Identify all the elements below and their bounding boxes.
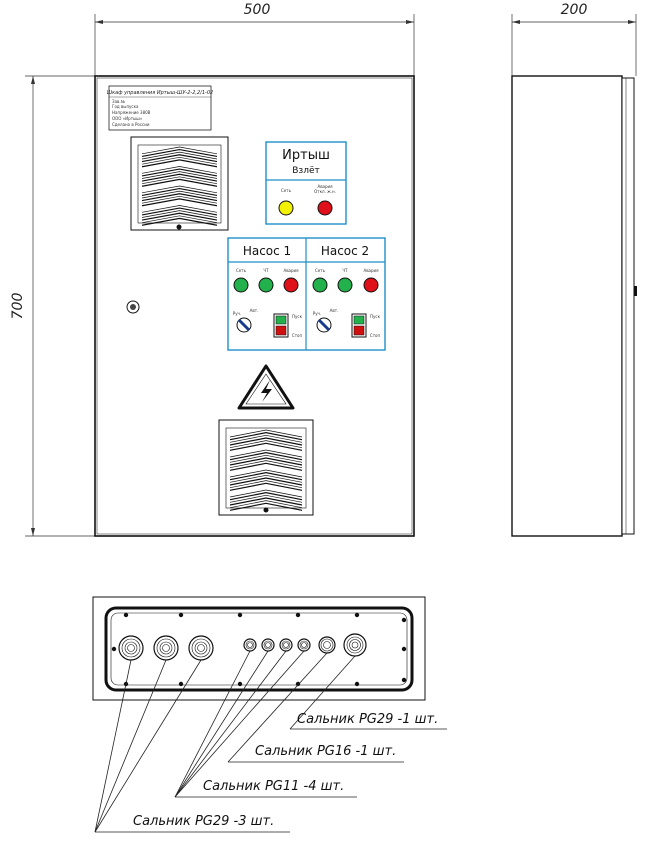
nameplate-title: Шкаф управления Иртыш-ШУ-2-2,2/1-02 — [107, 90, 213, 96]
cabinet-side-view — [511, 75, 637, 537]
dimension-height: 700 — [10, 75, 95, 537]
nameplate: Шкаф управления Иртыш-ШУ-2-2,2/1-02 Зав.… — [107, 85, 213, 131]
pump-2-start-label: Пуск — [370, 314, 381, 319]
pump-1-title: Насос 1 — [243, 244, 291, 258]
label-pg16-1: Сальник PG16 -1 шт. — [255, 744, 396, 759]
pump-2-stop-label: Стоп — [370, 333, 381, 338]
pump-2-lamp-green-icon — [337, 277, 353, 293]
pump-2-lamp-label-2: ЧТ — [342, 268, 348, 273]
pump-1-mode-switch[interactable] — [236, 317, 252, 333]
pump-1-switch-manual-label: Руч. — [233, 311, 241, 316]
pump-2-lamp-label-3: Авария — [363, 268, 379, 273]
lamp-yellow-icon — [278, 200, 294, 216]
pump-1-start-label: Пуск — [292, 314, 303, 319]
cabinet-bottom-view — [92, 596, 426, 701]
gland-labels: Сальник PG29 -1 шт. Сальник PG16 -1 шт. … — [95, 712, 447, 833]
door-lock-icon — [126, 300, 140, 314]
dimension-height-label: 700 — [10, 293, 26, 320]
pump-panels: Насос 1 Сеть ЧТ Авария Руч. Авт. Пуск Ст… — [227, 237, 386, 351]
pump-2-mode-switch[interactable] — [316, 317, 332, 333]
lamp-alarm-label-bottom: Откл. ж.н. — [314, 189, 336, 194]
label-pg29-1: Сальник PG29 -1 шт. — [297, 712, 438, 727]
pump-2-start-stop-button[interactable] — [351, 313, 367, 338]
dimension-depth-label: 200 — [561, 2, 588, 18]
high-voltage-warning-icon — [237, 364, 295, 410]
pump-panel-2: Насос 2 Сеть ЧТ Авария Руч. Авт. Пуск Ст… — [312, 244, 381, 338]
pump-1-lamp-label-3: Авария — [283, 268, 299, 273]
pump-2-lamp-label-1: Сеть — [315, 268, 326, 273]
vent-grille-bottom — [218, 419, 314, 516]
label-pg11-4: Сальник PG11 -4 шт. — [203, 779, 344, 794]
pump-1-switch-auto-label: Авт. — [250, 308, 259, 313]
brand-title: Иртыш — [282, 148, 330, 163]
pump-panel-1: Насос 1 Сеть ЧТ Авария Руч. Авт. Пуск Ст… — [233, 244, 303, 338]
label-pg29-3: Сальник PG29 -3 шт. — [133, 814, 274, 829]
pump-1-stop-label: Стоп — [292, 333, 303, 338]
nameplate-country: Сделано в России — [112, 122, 150, 127]
brand-panel: Иртыш Взлёт Сеть Авария Откл. ж.н. — [265, 141, 347, 225]
pump-2-switch-manual-label: Руч. — [313, 311, 321, 316]
lamp-red-icon — [317, 200, 333, 216]
pump-1-start-stop-button[interactable] — [273, 313, 289, 338]
nameplate-voltage: Напряжение 380В — [112, 110, 151, 115]
dimension-depth: 200 — [511, 2, 637, 76]
pump-2-title: Насос 2 — [321, 244, 369, 258]
nameplate-serial: Зав.№ — [112, 99, 125, 104]
brand-subtitle: Взлёт — [292, 166, 320, 176]
pump-2-lamp-green-icon — [312, 277, 328, 293]
gland-leader-lines — [94, 650, 356, 833]
pump-1-lamp-label-1: Сеть — [236, 268, 247, 273]
nameplate-year: Год выпуска — [112, 104, 139, 109]
pump-1-lamp-label-2: ЧТ — [263, 268, 269, 273]
pump-1-lamp-green-icon — [258, 277, 274, 293]
dimension-width: 500 — [94, 2, 415, 76]
nameplate-maker: ООО «Иртыш» — [112, 116, 143, 121]
dimension-width-label: 500 — [244, 2, 271, 18]
lamp-network-label: Сеть — [281, 188, 292, 193]
pump-1-lamp-red-icon — [283, 277, 299, 293]
vent-grille-top — [130, 136, 229, 231]
lamp-alarm-label-top: Авария — [317, 184, 333, 189]
pump-2-lamp-red-icon — [363, 277, 379, 293]
pump-2-switch-auto-label: Авт. — [330, 308, 339, 313]
pump-1-lamp-green-icon — [233, 277, 249, 293]
